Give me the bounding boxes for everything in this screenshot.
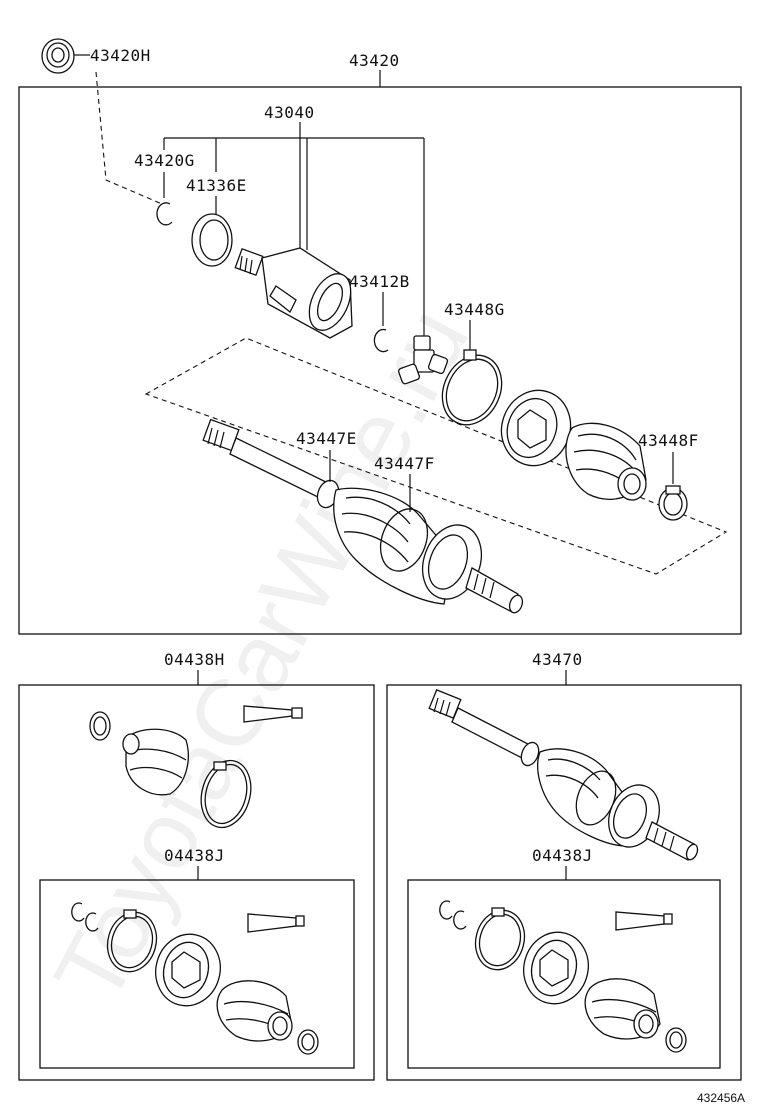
shaft2-spline-1 — [433, 697, 439, 713]
clamp-43448G-icon[interactable] — [431, 346, 512, 435]
watermark: ToyotaCarWine.ru — [34, 291, 489, 1020]
spline-2 — [244, 257, 248, 273]
drive-shaft-43470-icon[interactable] — [428, 689, 699, 861]
dashed-kit-outline — [144, 337, 728, 575]
label-04438H[interactable]: 04438H — [164, 650, 225, 669]
grease-tube-left-kit-icon[interactable] — [247, 913, 305, 933]
label-41336E[interactable]: 41336E — [186, 176, 247, 195]
boot-kit-clamp-small-icon[interactable] — [89, 711, 111, 741]
label-43448F[interactable]: 43448F — [638, 431, 699, 450]
clamp-43448F-icon[interactable] — [658, 485, 688, 521]
kit-frame-04438H — [18, 684, 375, 1081]
label-43040[interactable]: 43040 — [264, 103, 315, 122]
ring-41336E-icon[interactable] — [191, 213, 233, 267]
shaft-spline-3 — [219, 431, 225, 449]
circlip-43420G-icon[interactable] — [156, 202, 173, 226]
inner-boot-right-kit-icon[interactable] — [516, 925, 596, 1011]
circlip-left-b-icon[interactable] — [85, 912, 99, 932]
boot-kit-boot-icon[interactable] — [122, 728, 189, 796]
outer-boot-left-kit-icon[interactable] — [216, 980, 293, 1042]
shaft-spline-2 — [213, 429, 219, 447]
snap-ring-43412B-icon[interactable] — [373, 328, 389, 353]
label-43420H[interactable]: 43420H — [90, 46, 151, 65]
spline-3 — [249, 259, 253, 275]
shaft-spline-5 — [481, 577, 487, 595]
joint-housing-43040-icon[interactable] — [234, 247, 359, 339]
diagram-id: 432456A — [697, 1091, 745, 1105]
label-04438J-left[interactable]: 04438J — [164, 846, 225, 865]
label-43447F[interactable]: 43447F — [374, 454, 435, 473]
inner-boot-icon[interactable] — [491, 381, 581, 476]
kit-frame-04438J-right — [407, 879, 721, 1069]
seal-43420H-icon[interactable] — [41, 38, 75, 74]
boot-kit-clamp-large-icon[interactable] — [194, 755, 258, 833]
label-04438J-right[interactable]: 04438J — [532, 846, 593, 865]
shaft2-spline-5 — [661, 831, 667, 847]
label-43448G[interactable]: 43448G — [444, 300, 505, 319]
shaft2-spline-2 — [439, 699, 445, 715]
clamp-small-right-kit-icon[interactable] — [665, 1027, 687, 1053]
outer-boot-right-kit-icon[interactable] — [584, 978, 661, 1040]
spline-1 — [239, 255, 243, 271]
drive-shaft-43420-icon[interactable] — [202, 418, 525, 615]
label-43447E[interactable]: 43447E — [296, 429, 357, 448]
kit-frame-04438J-left — [39, 879, 355, 1069]
grease-tube-right-kit-icon[interactable] — [615, 911, 673, 931]
shaft2-spline-3 — [445, 701, 451, 717]
circlip-right-b-icon[interactable] — [453, 910, 467, 930]
dashed-leader-43420H — [95, 71, 163, 205]
label-43412B[interactable]: 43412B — [349, 272, 410, 291]
label-43470[interactable]: 43470 — [532, 650, 583, 669]
shaft2-spline-6 — [669, 835, 675, 851]
shaft-spline-1 — [207, 427, 213, 445]
circlip-left-a-icon[interactable] — [71, 902, 85, 922]
clamp-small-left-kit-icon[interactable] — [297, 1029, 319, 1055]
shaft-spline-4 — [473, 573, 479, 591]
label-43420G[interactable]: 43420G — [134, 151, 195, 170]
shaft2-spline-4 — [653, 827, 659, 843]
clamp-left-kit-icon[interactable] — [101, 907, 163, 977]
grease-tube-icon[interactable] — [243, 705, 303, 723]
label-43420[interactable]: 43420 — [349, 51, 400, 70]
outer-boot-icon[interactable] — [565, 422, 647, 501]
inner-boot-left-kit-icon[interactable] — [148, 927, 228, 1013]
circlip-right-a-icon[interactable] — [439, 900, 453, 920]
tripod-joint-icon[interactable] — [398, 335, 449, 385]
clamp-right-kit-icon[interactable] — [469, 905, 531, 975]
assembly-frame-43470 — [386, 684, 742, 1081]
shaft-spline-6 — [489, 581, 495, 599]
